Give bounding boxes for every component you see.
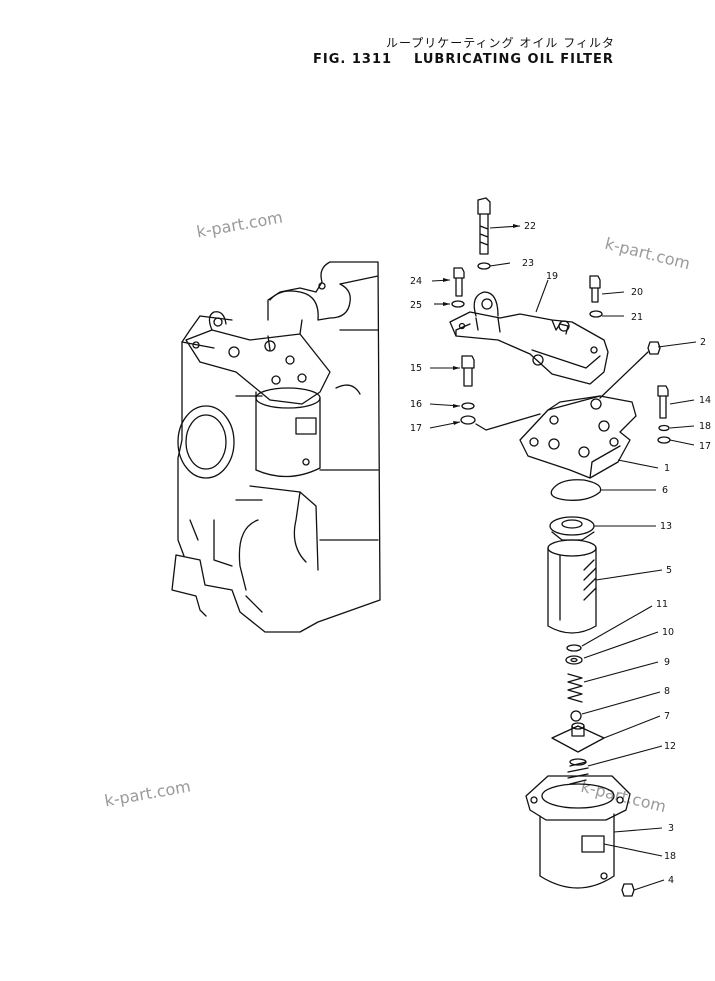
callout-17: 17 <box>410 423 422 434</box>
callout-20: 20 <box>631 287 643 298</box>
callout-labels: 22 23 24 25 19 20 21 2 15 16 17 14 18 17… <box>410 221 711 886</box>
filter-element-5 <box>547 539 597 634</box>
callout-5: 5 <box>666 565 672 576</box>
washer-17b <box>657 436 671 444</box>
bolt-24 <box>453 267 465 297</box>
callout-11: 11 <box>656 599 668 610</box>
callout-19: 19 <box>546 271 558 282</box>
callout-18: 18 <box>699 421 711 432</box>
engine-block <box>171 261 381 633</box>
figure-title: FIG. 1311 LUBRICATING OIL FILTER <box>313 52 614 67</box>
figure-label: LUBRICATING OIL FILTER <box>414 52 614 67</box>
callout-9: 9 <box>664 657 670 668</box>
callout-7: 7 <box>664 711 670 722</box>
valve-plate-7 <box>551 722 605 753</box>
washer-16 <box>461 402 475 410</box>
washer-23 <box>477 262 491 270</box>
callout-18b: 18 <box>664 851 676 862</box>
callout-2: 2 <box>700 337 706 348</box>
bolt-14 <box>657 385 669 419</box>
stud-15 <box>461 355 475 387</box>
callout-6: 6 <box>662 485 668 496</box>
bolt-20 <box>589 275 601 303</box>
callout-12: 12 <box>664 741 676 752</box>
plug-4 <box>621 883 635 897</box>
callout-4: 4 <box>668 875 674 886</box>
washer-11 <box>566 644 582 652</box>
title-japanese: ループリケーティング オイル フィルタ <box>386 36 615 50</box>
callout-22: 22 <box>524 221 536 232</box>
filter-head-1 <box>519 395 637 479</box>
bracket-19 <box>449 291 609 385</box>
callout-8: 8 <box>664 686 670 697</box>
bolt-22 <box>477 197 491 255</box>
figure-number: FIG. 1311 <box>313 52 393 67</box>
connector-line <box>475 413 541 431</box>
filter-case-3 <box>525 775 631 889</box>
washer-25 <box>451 300 465 308</box>
callout-25: 25 <box>410 300 422 311</box>
spring-valve-12 <box>567 758 589 785</box>
callout-17b: 17 <box>699 441 711 452</box>
callout-24: 24 <box>410 276 422 287</box>
o-ring-6 <box>550 479 602 501</box>
callout-15: 15 <box>410 363 422 374</box>
washer-21 <box>589 310 603 318</box>
assembled-filter-head <box>185 311 331 478</box>
element-top-13 <box>549 516 595 541</box>
callout-16: 16 <box>410 399 422 410</box>
spring-9 <box>567 673 583 703</box>
washer-18 <box>658 424 670 432</box>
callout-13: 13 <box>660 521 672 532</box>
connector-line <box>599 351 649 399</box>
callout-21: 21 <box>631 312 643 323</box>
callout-10: 10 <box>662 627 674 638</box>
washer-10 <box>565 655 583 665</box>
ball-8 <box>570 710 582 722</box>
plug-2 <box>647 341 661 355</box>
callout-14: 14 <box>699 395 711 406</box>
callout-23: 23 <box>522 258 534 269</box>
washer-17 <box>460 415 476 425</box>
callout-1: 1 <box>664 463 670 474</box>
callout-3: 3 <box>668 823 674 834</box>
